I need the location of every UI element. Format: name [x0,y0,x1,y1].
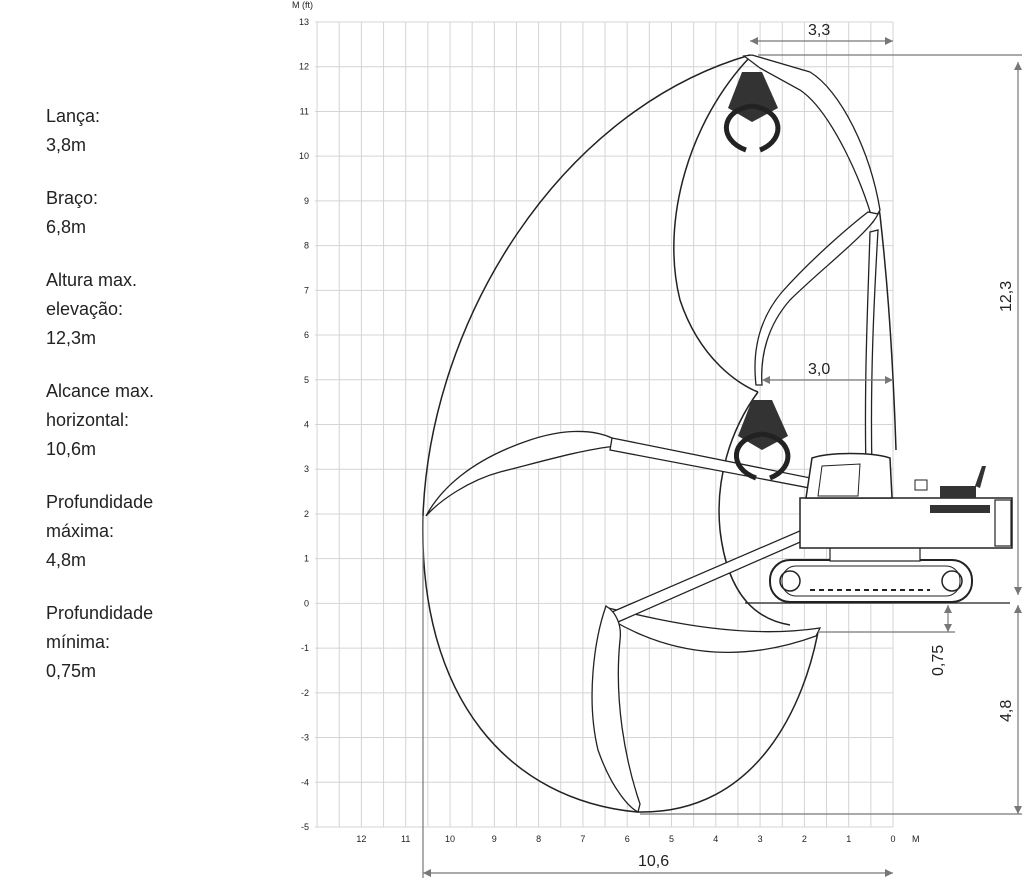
dim-max-height: 12,3 [758,54,1022,595]
dim-top-reach: 3,3 [750,22,893,45]
spec-max-reach: Alcance max. horizontal: 10,6m [46,377,246,464]
lower-inner-curve [718,391,791,626]
dim-top-reach-label: 3,3 [808,22,830,39]
x-tick-label: 6 [625,834,630,844]
y-tick-label: 10 [299,151,309,161]
x-tick-label: 1 [846,834,851,844]
x-tick-label: 3 [758,834,763,844]
x-tick-label: 11 [401,834,410,844]
boom-high-position [754,211,879,386]
y-tick-label: 3 [304,464,309,474]
dim-min-depth: 0,75 [818,605,955,676]
x-axis-unit: M [912,834,920,844]
x-tick-label: 12 [356,834,366,844]
dim-mid-reach: 3,0 [762,361,893,384]
spec-label: Braço: [46,188,99,208]
spec-max-depth: Profundidade máxima: 4,8m [46,488,246,575]
y-tick-label: -2 [301,688,309,698]
grapple-mid-icon [734,400,791,481]
y-tick-label: 5 [304,375,309,385]
grapple-top-icon [724,72,781,153]
y-tick-label: 7 [304,285,309,295]
x-tick-label: 10 [445,834,455,844]
x-tick-label: 8 [536,834,541,844]
inner-envelope-curve [673,56,759,393]
spec-label: Profundidade mínima: [46,603,154,652]
y-tick-label: 4 [304,420,309,430]
dim-max-depth: 4,8 [640,605,1022,815]
spec-label: Altura max. elevação: [46,270,138,319]
spec-value: 6,8m [46,217,87,237]
x-tick-label: 9 [492,834,497,844]
spec-max-height: Altura max. elevação: 12,3m [46,266,246,353]
y-tick-label: -3 [301,733,309,743]
arm-deep-position [591,605,641,813]
dim-min-depth-label: 0,75 [930,645,947,676]
spec-arm: Braço: 6,8m [46,184,246,242]
y-tick-label: 12 [299,62,309,72]
y-tick-label: -5 [301,822,309,832]
spec-value: 12,3m [46,328,97,348]
arm-horizontal-position [425,430,617,517]
y-tick-label: 8 [304,241,309,251]
y-tick-label: 1 [304,554,309,564]
spec-boom: Lança: 3,8m [46,102,246,160]
dim-max-height-label: 12,3 [998,281,1015,312]
spec-value: 3,8m [46,135,87,155]
specs-panel: Lança: 3,8m Braço: 6,8m Altura max. elev… [46,102,246,710]
spec-value: 10,6m [46,439,97,459]
x-tick-label: 2 [802,834,807,844]
y-tick-label: 13 [299,17,309,27]
y-tick-label: 6 [304,330,309,340]
outer-envelope-curve [422,54,819,813]
y-tick-label: 11 [300,106,309,116]
boom-side-position [864,229,879,471]
dim-max-reach: 10,6 [422,516,893,878]
arm-low-position [607,607,822,653]
spec-label: Alcance max. horizontal: [46,381,155,430]
y-tick-label: 9 [304,196,309,206]
y-tick-label: -1 [301,643,309,653]
spec-min-depth: Profundidade mínima: 0,75m [46,599,246,686]
x-tick-label: 7 [580,834,585,844]
spec-value: 0,75m [46,661,97,681]
spec-label: Profundidade máxima: [46,492,154,541]
dim-mid-reach-label: 3,0 [808,361,830,378]
excavator-icon [769,452,1013,603]
x-tick-label: 0 [890,834,895,844]
dim-max-reach-label: 10,6 [638,853,669,870]
spec-value: 4,8m [46,550,87,570]
y-tick-label: 2 [304,509,309,519]
x-tick-label: 5 [669,834,674,844]
spec-label: Lança: [46,106,101,126]
y-tick-label: 0 [304,598,309,608]
y-tick-label: -4 [301,777,309,787]
dim-max-depth-label: 4,8 [998,700,1015,722]
x-tick-label: 4 [713,834,718,844]
y-axis-unit: M (ft) [292,0,313,10]
